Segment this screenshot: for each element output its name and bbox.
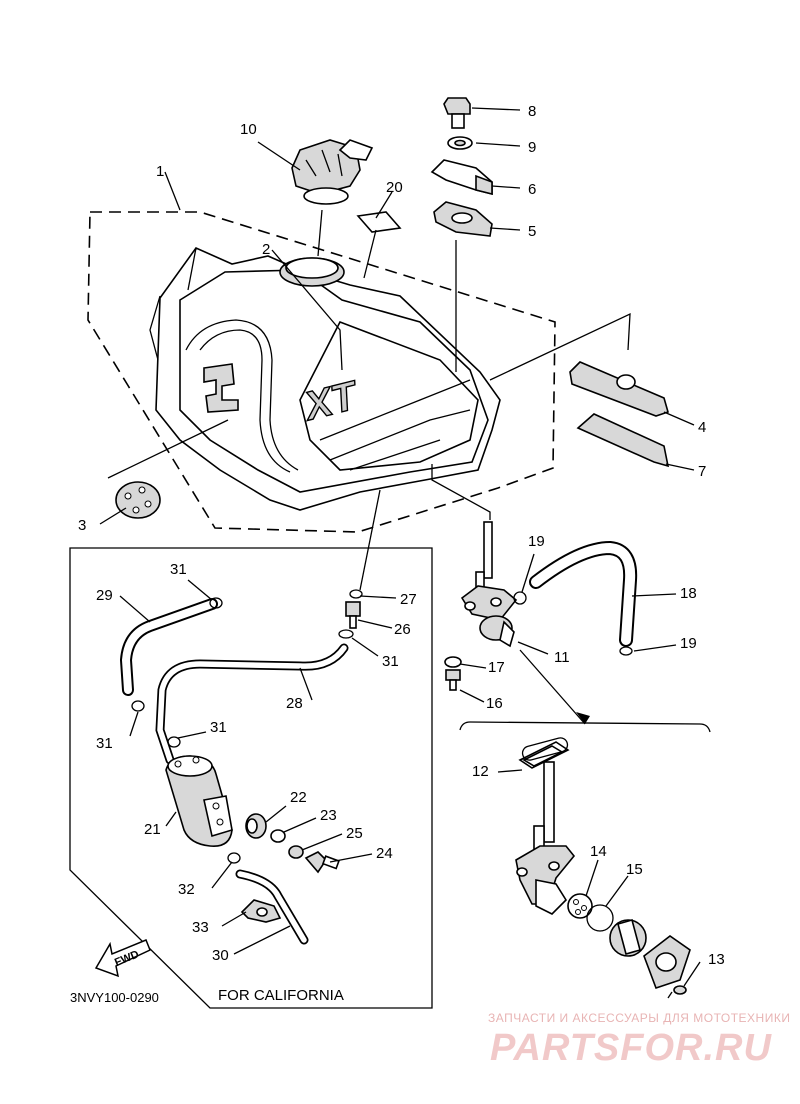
clip-31-lower	[167, 736, 181, 748]
clip-31-left	[131, 700, 145, 712]
watermark-brand: PARTSFOR.RU	[490, 1027, 772, 1069]
callout-14: 14	[590, 843, 607, 860]
clamp-33	[240, 899, 282, 923]
washer-17	[444, 656, 462, 668]
callout-11: 11	[554, 649, 570, 666]
label-sticker	[356, 211, 402, 233]
screw-13	[667, 985, 687, 999]
callout-5: 5	[528, 223, 536, 240]
callout-4: 4	[698, 419, 706, 436]
callout-21: 21	[144, 821, 161, 838]
leader-lines	[99, 107, 701, 987]
callout-31-mid: 31	[382, 653, 399, 670]
callout-26: 26	[394, 621, 411, 638]
clip-27	[349, 589, 363, 599]
gasket-12	[521, 737, 569, 761]
callout-12: 12	[472, 763, 489, 780]
screw-16	[445, 669, 461, 691]
lever-knob	[609, 919, 647, 957]
bolt-24	[304, 851, 340, 874]
detail-arrow	[519, 649, 586, 725]
california-box	[69, 547, 433, 1009]
callout-25: 25	[346, 825, 363, 842]
callout-10: 10	[240, 121, 257, 138]
clip-31-mid	[338, 629, 354, 639]
callout-2: 2	[262, 241, 270, 258]
damper-3	[115, 481, 161, 519]
callout-32: 32	[178, 881, 195, 898]
bracket-6	[430, 159, 493, 196]
clip-19-lower	[619, 646, 633, 656]
callout-23: 23	[320, 807, 337, 824]
diagram-code: 3NVY100-0290	[70, 990, 159, 1005]
clip-31-top	[209, 597, 223, 609]
callout-8: 8	[528, 103, 536, 120]
callout-19-upper: 19	[528, 533, 545, 550]
callout-31-top: 31	[170, 561, 187, 578]
fuel-cock-detail	[515, 741, 576, 915]
callout-33: 33	[192, 919, 209, 936]
callout-31-left: 31	[96, 735, 113, 752]
callout-22: 22	[290, 789, 307, 806]
plate-7	[576, 413, 670, 468]
washer-25	[288, 845, 304, 859]
valve-26	[345, 601, 361, 629]
grommet-22	[245, 813, 267, 839]
callout-30: 30	[212, 947, 229, 964]
callout-24: 24	[376, 845, 393, 862]
callout-20: 20	[386, 179, 403, 196]
callout-15: 15	[626, 861, 643, 878]
bracket-4	[569, 361, 669, 417]
callout-7: 7	[698, 463, 706, 480]
fuel-hose-18	[529, 540, 638, 647]
callout-18: 18	[680, 585, 697, 602]
callout-19-lower: 19	[680, 635, 697, 652]
clip-32	[227, 852, 241, 864]
clip-19-upper	[513, 591, 527, 605]
fuel-cap	[291, 139, 374, 205]
callout-17: 17	[488, 659, 505, 676]
callout-31-lower: 31	[210, 719, 227, 736]
callout-27: 27	[400, 591, 417, 608]
bolt-8	[443, 97, 471, 129]
washer-23	[270, 829, 286, 843]
callout-28: 28	[286, 695, 303, 712]
fuel-cock	[460, 521, 518, 648]
cover-plate	[643, 935, 691, 990]
fwd-arrow: FWD	[94, 939, 151, 978]
callout-13: 13	[708, 951, 725, 968]
callout-1: 1	[156, 163, 164, 180]
callout-3: 3	[78, 517, 86, 534]
callout-29: 29	[96, 587, 113, 604]
watermark-tagline: ЗАПЧАСТИ И АКСЕССУАРЫ ДЛЯ МОТОТЕХНИКИ	[488, 1011, 790, 1025]
callout-6: 6	[528, 181, 536, 198]
o-ring-15	[586, 904, 614, 932]
callout-16: 16	[486, 695, 503, 712]
canister-21	[165, 755, 233, 847]
damper-5	[433, 201, 493, 237]
fuel-tank: XT	[149, 247, 501, 511]
california-label: FOR CALIFORNIA	[218, 987, 344, 1004]
callout-9: 9	[528, 139, 536, 156]
gasket-14	[567, 893, 593, 919]
